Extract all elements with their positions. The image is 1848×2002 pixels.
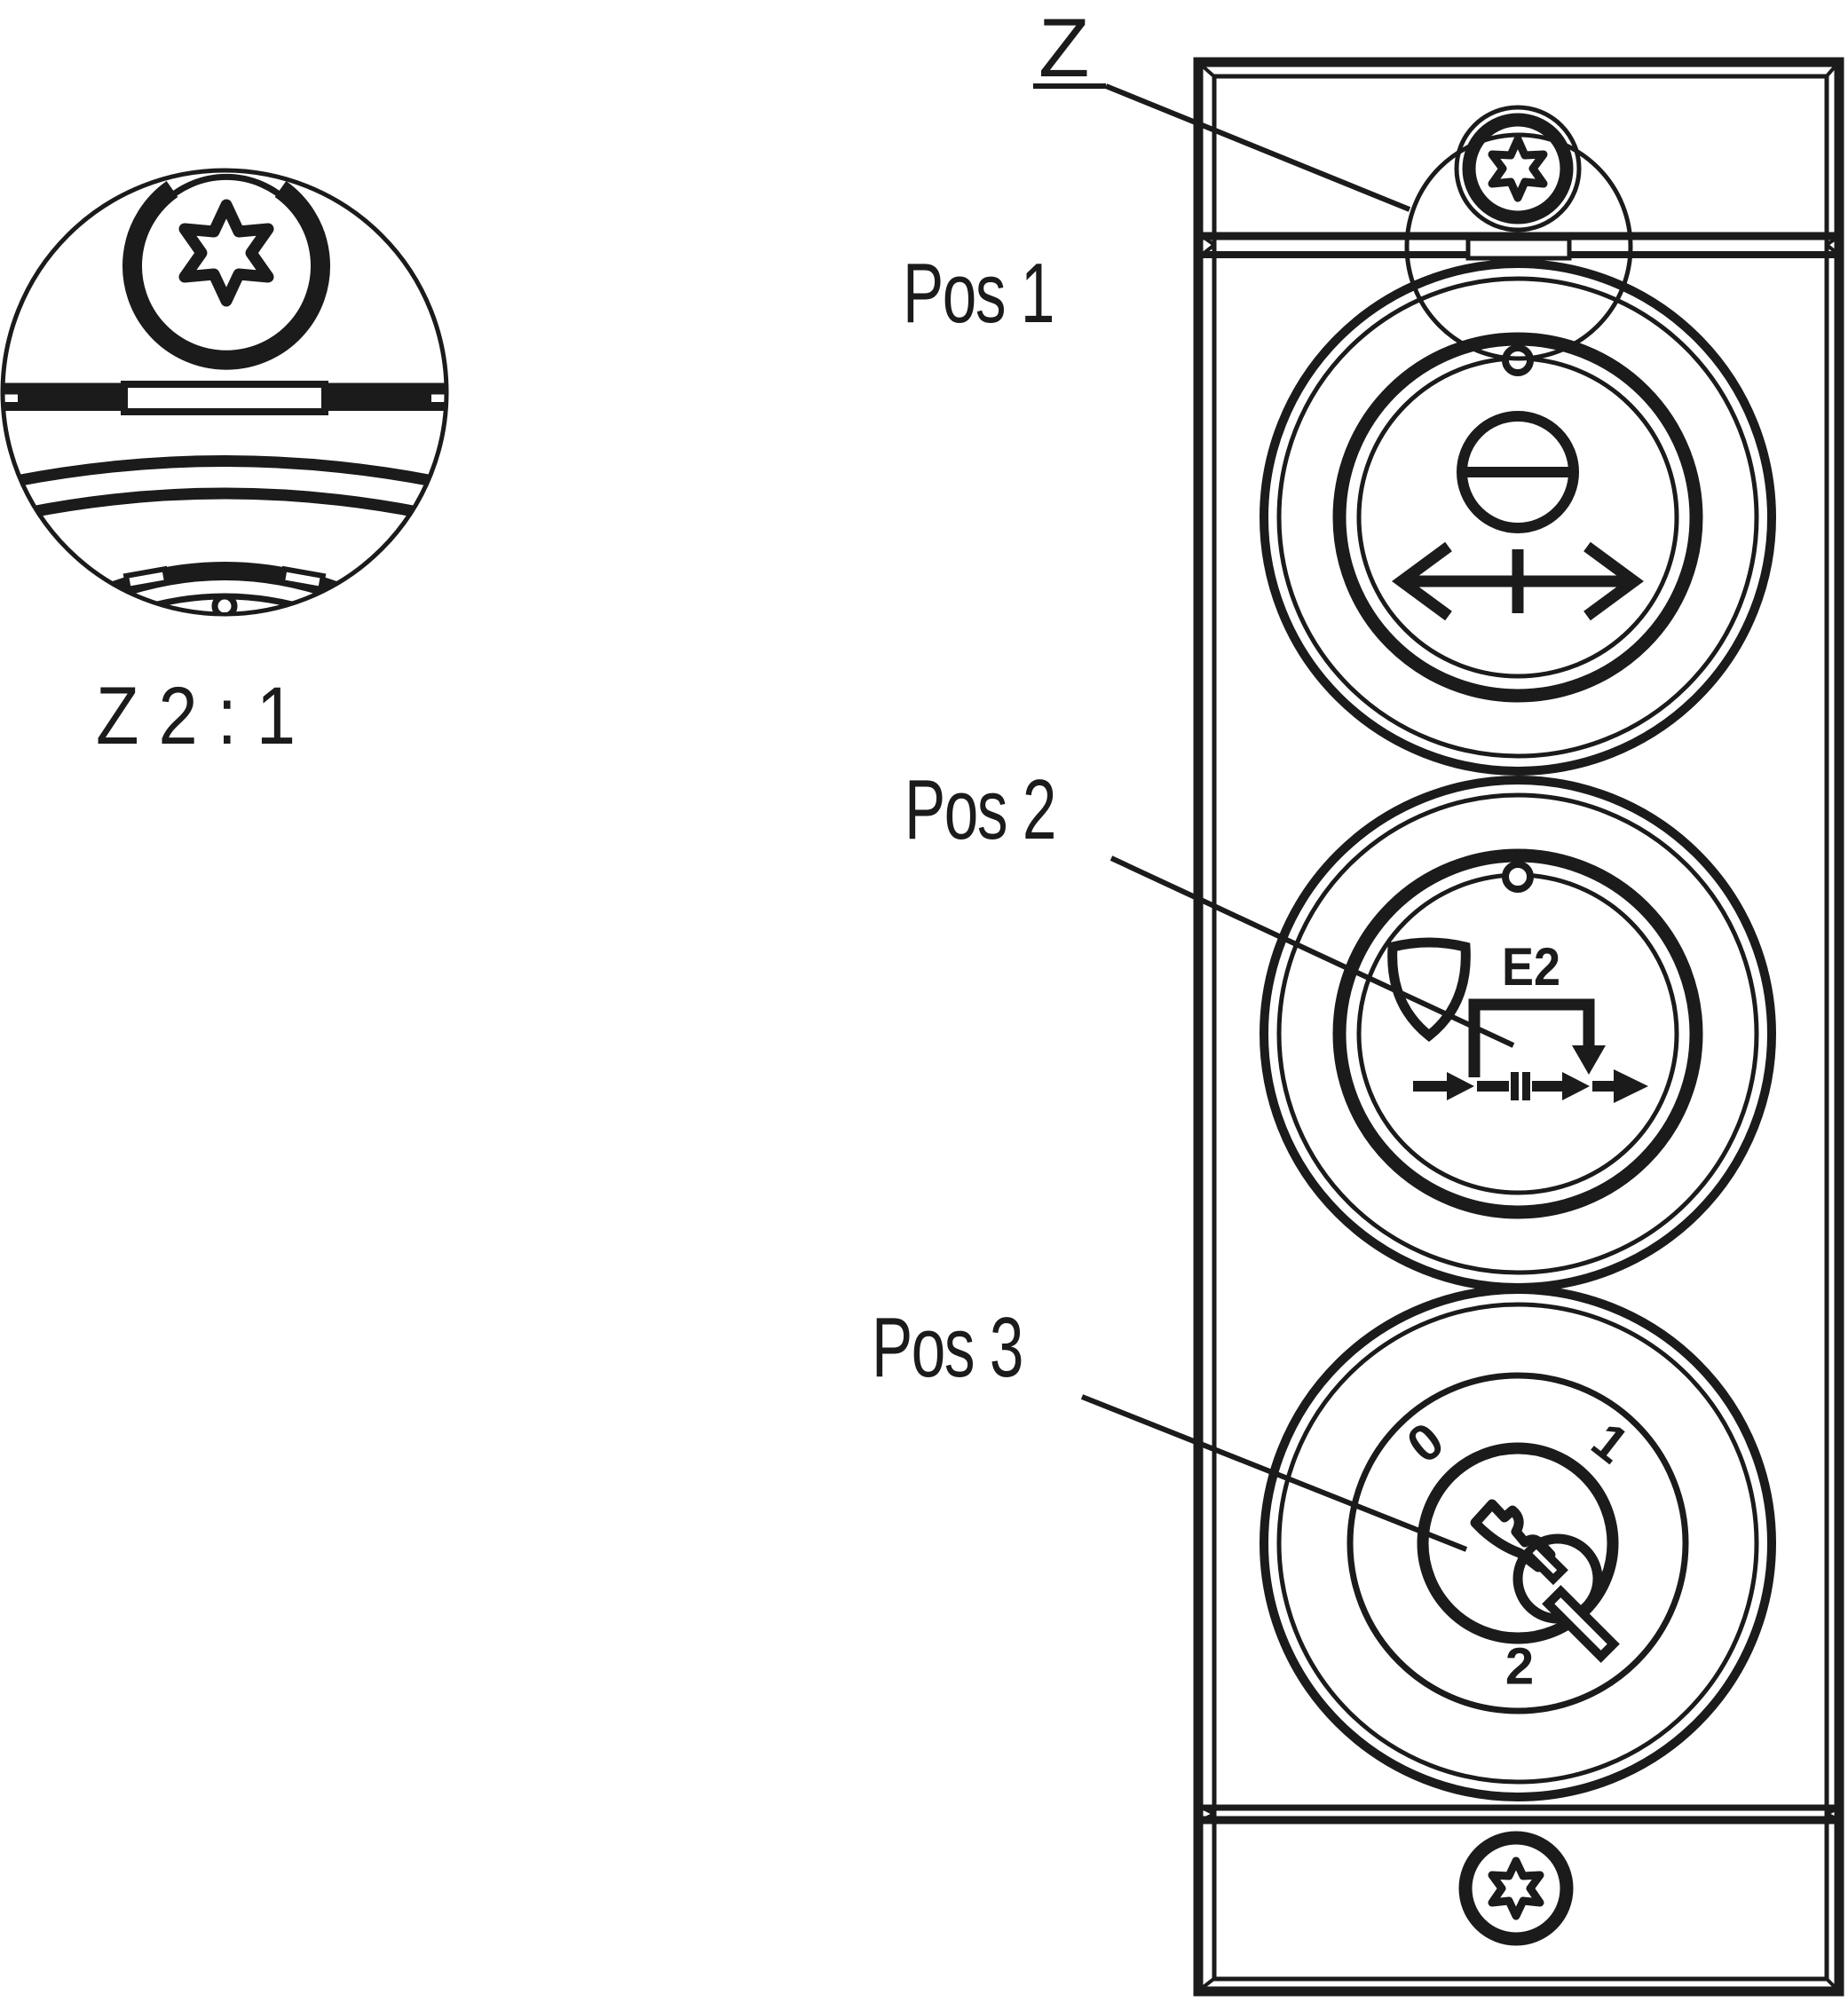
pos1-door-icon <box>1457 411 1579 533</box>
pos2-notch-dot <box>1502 861 1534 893</box>
button-bezel-detail <box>109 562 340 614</box>
frame-chamfer-marks <box>1198 62 1839 1991</box>
pos3-leader-line <box>1080 1394 1468 1552</box>
pos1-button <box>1260 259 1776 776</box>
pos1-callout-label: Pos 1 <box>903 246 1054 341</box>
seam-slot <box>1465 236 1572 261</box>
detail-view-z: Z 2 : 1 <box>0 168 449 761</box>
pos3-keyswitch: 0 1 2 <box>1260 1285 1776 1801</box>
key-icon <box>1470 1499 1620 1663</box>
top-cover-seam <box>1200 232 1841 261</box>
notch-dot-detail <box>211 593 238 614</box>
panel-outer-frame <box>1193 57 1844 1997</box>
pos3-callout-label: Pos 3 <box>872 1300 1023 1395</box>
detail-z-marker-circle <box>1404 132 1633 361</box>
panel-inner-frame <box>1212 74 1829 1982</box>
pos2-flow-arrow-icon <box>1413 1069 1648 1103</box>
pos2-leader-line <box>1110 855 1515 1048</box>
bottom-cover-seam <box>1201 1804 1840 1825</box>
control-panel: E2 <box>1193 57 1844 1997</box>
torx-screw-detail-icon <box>122 174 330 370</box>
shield-icon <box>1387 937 1471 1043</box>
panel-face-arcs-detail <box>14 455 435 519</box>
detail-scale-label: Z 2 : 1 <box>96 671 296 761</box>
pos2-e2-label: E2 <box>1502 937 1560 997</box>
pos2-button: E2 <box>1260 776 1776 1292</box>
bottom-torx-screw-icon <box>1458 1831 1574 1946</box>
pos3-bezel-rings <box>1260 1285 1776 1801</box>
callouts: Z Pos 1 Pos 2 Pos 3 <box>872 1 1515 1552</box>
pos2-callout-label: Pos 2 <box>904 762 1055 857</box>
pos2-elbow-arrow-icon <box>1468 998 1606 1077</box>
pos1-double-arrow-icon <box>1392 541 1644 621</box>
keyswitch-position-2: 2 <box>1505 1638 1534 1696</box>
pos2-bezel-rings <box>1260 776 1776 1292</box>
cover-seam-detail <box>3 381 446 415</box>
z-callout-label: Z <box>1039 1 1089 94</box>
top-torx-screw-icon <box>1454 105 1582 233</box>
seam-slot-detail <box>121 381 328 415</box>
pos1-bezel-rings <box>1260 259 1776 776</box>
z-leader-line <box>1104 83 1411 212</box>
